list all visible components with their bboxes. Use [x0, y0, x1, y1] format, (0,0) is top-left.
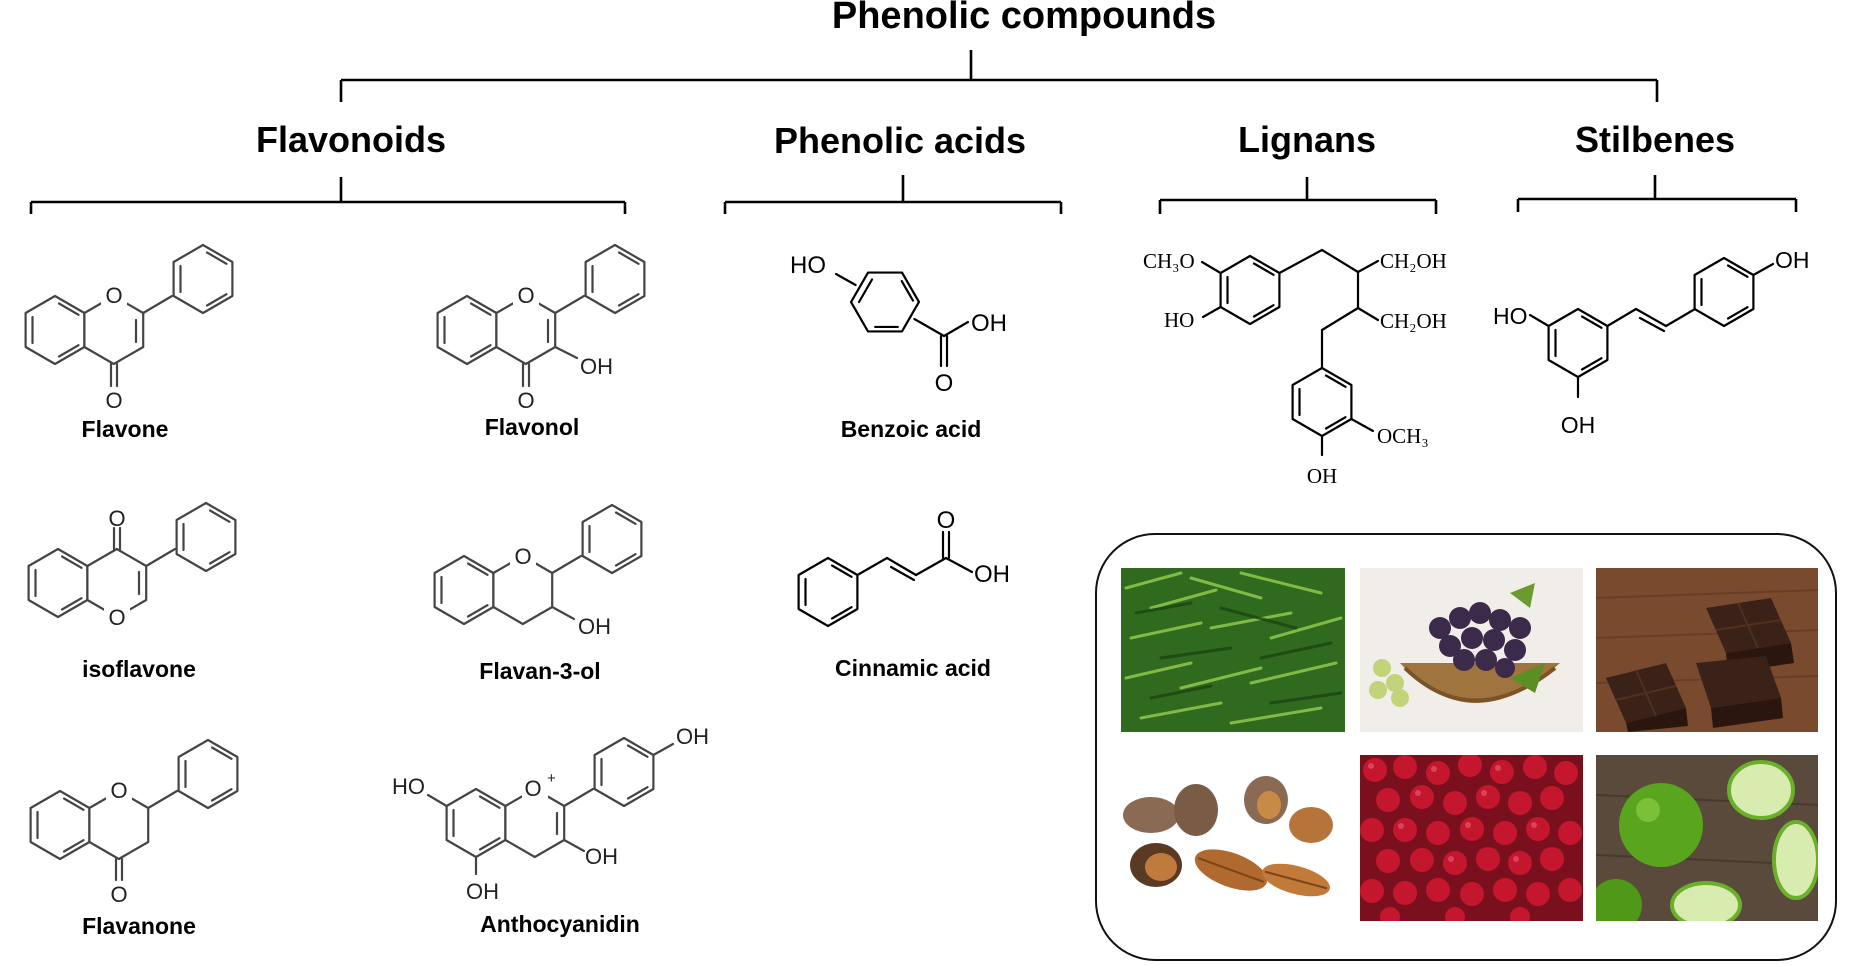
phenolic-acids-bracket [723, 175, 1063, 214]
stilbene-hydroxyl-right: OH [1775, 247, 1810, 273]
flavan-3-ol-ring-oxygen: O [514, 544, 531, 569]
isoflavone-ring-oxygen: O [108, 605, 125, 630]
lignan-hydroxyl-bottom: OH [1307, 464, 1337, 488]
stilbene-hydroxyl-left: HO [1493, 303, 1528, 329]
label-flavanone: Flavanone [82, 913, 196, 939]
category-flavonoids: Flavonoids [256, 119, 446, 160]
isoflavone-carbonyl-oxygen: O [108, 506, 125, 531]
anthocyanidin-3-hydroxyl: OH [585, 844, 618, 869]
flavanone-carbonyl-oxygen: O [110, 882, 127, 907]
anthocyanidin-structure: O + HO OH OH OH [392, 724, 709, 904]
lignan-methoxy-right: OCH₃ [1377, 424, 1429, 448]
cinnamic-acid-carbonyl-oxygen: O [937, 507, 956, 534]
stilbene-hydroxyl-bottom: OH [1561, 412, 1596, 438]
cinnamic-acid-structure: O OH [797, 507, 1010, 628]
flavan-3-ol-structure: O OH [433, 503, 643, 639]
label-benzoic-acid: Benzoic acid [841, 416, 982, 442]
lignan-hydroxymethyl-top: CH₂OH [1380, 249, 1447, 273]
lignan-structure: CH₃O HO CH₂OH CH₂OH OCH₃ OH [1143, 248, 1447, 488]
pecan-nuts-photo [1121, 755, 1345, 921]
category-stilbenes: Stilbenes [1575, 119, 1735, 160]
label-flavonol: Flavonol [485, 414, 580, 440]
top-bracket [339, 50, 1659, 102]
flavonol-structure: O O OH [436, 243, 646, 413]
dark-chocolate-photo [1596, 568, 1818, 732]
flavanone-structure: O O [29, 738, 239, 907]
category-phenolic-acids: Phenolic acids [774, 120, 1026, 161]
label-flavan-3-ol: Flavan-3-ol [479, 658, 600, 684]
isoflavone-structure: O O [27, 501, 237, 630]
flavone-structure: O O [24, 243, 234, 413]
flavanone-ring-oxygen: O [110, 778, 127, 803]
category-lignans: Lignans [1238, 119, 1376, 160]
anthocyanidin-7-hydroxyl: HO [392, 774, 425, 799]
label-anthocyanidin: Anthocyanidin [480, 911, 640, 937]
label-flavone: Flavone [82, 416, 169, 442]
stilbenes-bracket [1516, 175, 1798, 212]
flavonoids-bracket [29, 177, 627, 214]
anthocyanidin-5-hydroxyl: OH [466, 879, 499, 904]
grapes-basket-photo [1360, 568, 1583, 732]
green-tea-leaves-photo [1121, 568, 1345, 732]
green-apples-photo [1596, 755, 1818, 921]
flavonol-hydroxyl: OH [580, 354, 613, 379]
stilbene-structure: HO OH OH [1493, 247, 1810, 438]
label-cinnamic-acid: Cinnamic acid [835, 655, 991, 681]
lignans-bracket [1158, 177, 1438, 214]
flavone-ring-oxygen: O [105, 283, 122, 308]
benzoic-acid-carboxyl-oh: OH [971, 310, 1007, 337]
diagram-title: Phenolic compounds [832, 0, 1216, 37]
lignan-hydroxymethyl-bottom: CH₂OH [1380, 309, 1447, 333]
cinnamic-acid-hydroxyl: OH [974, 561, 1010, 588]
flavan-3-ol-hydroxyl: OH [578, 614, 611, 639]
anthocyanidin-oxonium: O [524, 776, 541, 801]
benzoic-acid-structure: HO OH O [790, 252, 1007, 397]
lignan-hydroxyl-left: HO [1164, 308, 1194, 332]
anthocyanidin-positive-charge: + [547, 770, 556, 787]
benzoic-acid-hydroxyl: HO [790, 252, 826, 279]
flavonol-carbonyl-oxygen: O [517, 388, 534, 413]
food-sources-panel [1095, 533, 1837, 961]
cranberries-photo [1360, 755, 1583, 921]
anthocyanidin-4prime-hydroxyl: OH [676, 724, 709, 749]
flavonol-ring-oxygen: O [517, 283, 534, 308]
benzoic-acid-carbonyl-oxygen: O [935, 370, 954, 397]
lignan-methoxy-left: CH₃O [1143, 249, 1195, 273]
label-isoflavone: isoflavone [82, 656, 196, 682]
flavone-carbonyl-oxygen: O [105, 388, 122, 413]
